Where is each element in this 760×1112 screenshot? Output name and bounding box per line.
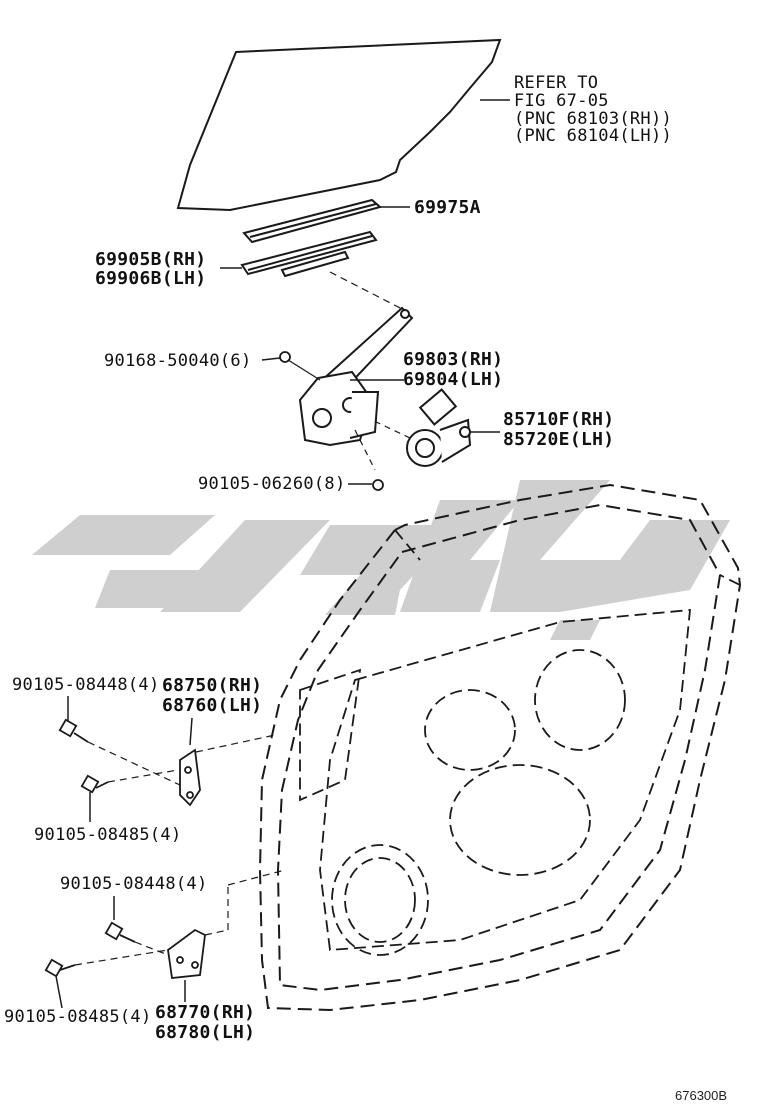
refer-note-line3: (PNC 68103(RH)) bbox=[514, 109, 673, 129]
part-label-90105-08485-lower: 90105-08485(4) bbox=[4, 1007, 152, 1027]
part-label-69906B: 69906B(LH) bbox=[95, 268, 207, 289]
part-label-69905B: 69905B(RH) bbox=[95, 249, 207, 270]
hinge-bolts-upper bbox=[58, 696, 181, 822]
part-label-69803: 69803(RH) bbox=[403, 349, 504, 370]
door-inner-panel bbox=[299, 529, 741, 956]
window-regulator bbox=[284, 271, 414, 471]
part-label-90105-06260: 90105-06260(8) bbox=[198, 474, 346, 494]
screw-90168 bbox=[261, 351, 291, 363]
refer-note-line1: REFER TO bbox=[514, 73, 599, 93]
figure-code: 676300B bbox=[675, 1088, 728, 1103]
part-label-90105-08448-upper: 90105-08448(4) bbox=[12, 675, 160, 695]
part-label-68780: 68780(LH) bbox=[155, 1022, 256, 1043]
window-motor bbox=[371, 388, 500, 467]
bolt-90105-06260 bbox=[348, 479, 384, 491]
part-label-68760: 68760(LH) bbox=[162, 695, 263, 716]
division-bar bbox=[220, 230, 378, 278]
part-label-90168: 90168-50040(6) bbox=[104, 351, 252, 371]
part-label-68750: 68750(RH) bbox=[162, 675, 263, 696]
part-label-90105-08448-lower: 90105-08448(4) bbox=[60, 874, 208, 894]
hinge-bolts-lower bbox=[44, 896, 169, 1009]
part-label-68770: 68770(RH) bbox=[155, 1002, 256, 1023]
part-label-85720E: 85720E(LH) bbox=[503, 429, 615, 450]
part-label-69804: 69804(LH) bbox=[403, 369, 504, 390]
part-label-85710F: 85710F(RH) bbox=[503, 409, 615, 430]
window-glass bbox=[176, 38, 510, 212]
rear-door-frame bbox=[258, 483, 742, 1012]
upper-hinge bbox=[179, 717, 276, 807]
part-label-69975A: 69975A bbox=[414, 197, 481, 218]
run-channel bbox=[242, 198, 410, 244]
part-label-90105-08485-upper: 90105-08485(4) bbox=[34, 825, 182, 845]
lower-hinge bbox=[167, 869, 286, 1002]
refer-note-line2: FIG 67-05 bbox=[514, 91, 609, 111]
refer-note-line4: (PNC 68104(LH)) bbox=[514, 126, 673, 146]
